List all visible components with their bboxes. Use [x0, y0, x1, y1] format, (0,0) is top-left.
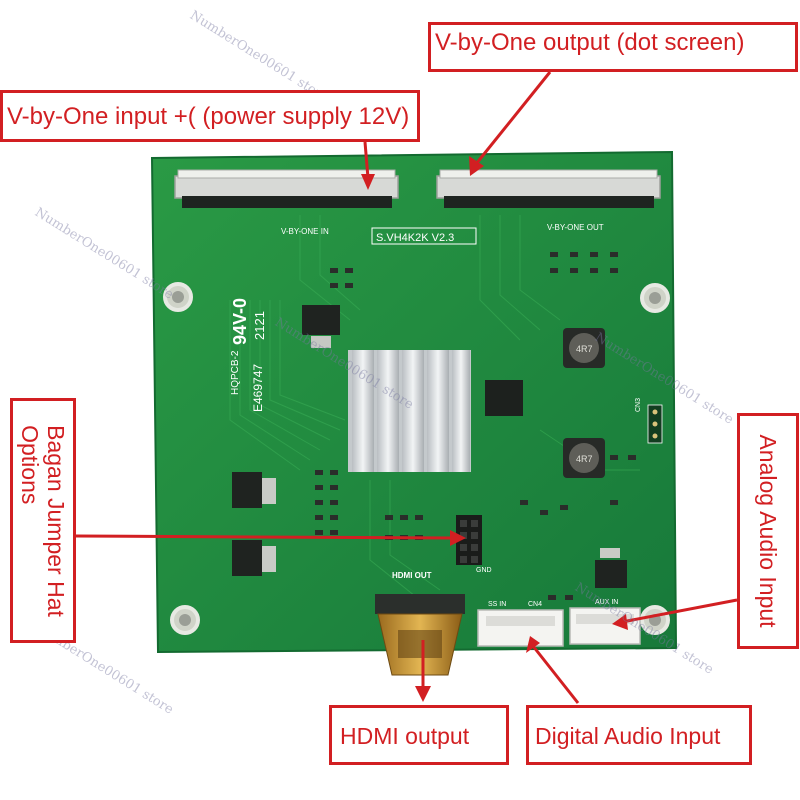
label-ul-file: E469747 [251, 364, 265, 412]
label-vbyone-in: V-BY-ONE IN [281, 227, 329, 236]
regulator-u3 [232, 540, 276, 576]
svg-text:CN3: CN3 [635, 398, 642, 412]
svg-text:AUX IN: AUX IN [595, 599, 618, 606]
regulator-right [595, 548, 627, 588]
vbyone-out-connector [436, 169, 661, 208]
callout-bagan-jumper-hat-options: Bagan Jumper Hat Options [10, 398, 76, 643]
callout-analog-audio-input: Analog Audio Input [737, 413, 799, 649]
regulator-u1 [232, 472, 276, 508]
label-date-code: 2121 [252, 311, 267, 340]
voltage-regulator [302, 305, 340, 348]
svg-text:GND: GND [476, 567, 492, 574]
callout-vbyone-input: V-by-One input +( (power supply 12V) [0, 90, 420, 142]
svg-text:4R7: 4R7 [576, 454, 593, 464]
label-pcb-code: HQPCB-2 [230, 350, 241, 395]
ic-chip [485, 380, 523, 416]
heatsink [348, 350, 471, 472]
hdmi-connector [375, 594, 465, 676]
svg-text:CN4: CN4 [528, 601, 542, 608]
inductor-top: 4R7 [563, 328, 605, 368]
callout-vbyone-output: V-by-One output (dot screen) [428, 22, 798, 72]
callout-digital-audio-input: Digital Audio Input [526, 705, 752, 765]
vbyone-in-connector [174, 169, 399, 208]
label-hdmi-out: HDMI OUT [392, 571, 432, 580]
inductor-bottom: 4R7 [563, 438, 605, 478]
callout-hdmi-output: HDMI output [329, 705, 509, 765]
label-ul-rating: 94V-0 [230, 298, 250, 345]
mounting-holes [163, 282, 670, 635]
label-model: S.VH4K2K V2.3 [376, 232, 454, 244]
callout-analog-audio-text: Analog Audio Input [755, 434, 781, 628]
cn3-header [647, 404, 663, 444]
svg-text:4R7: 4R7 [576, 344, 593, 354]
callout-arrows [75, 71, 738, 704]
callout-jumper-line1: Bagan Jumper Hat [43, 424, 69, 617]
analog-audio-connector [569, 607, 641, 645]
callout-jumper-line2: Options [17, 424, 43, 504]
label-vbyone-out: V-BY-ONE OUT [547, 223, 604, 232]
digital-audio-connector [477, 609, 564, 647]
svg-text:SS IN: SS IN [488, 601, 506, 608]
